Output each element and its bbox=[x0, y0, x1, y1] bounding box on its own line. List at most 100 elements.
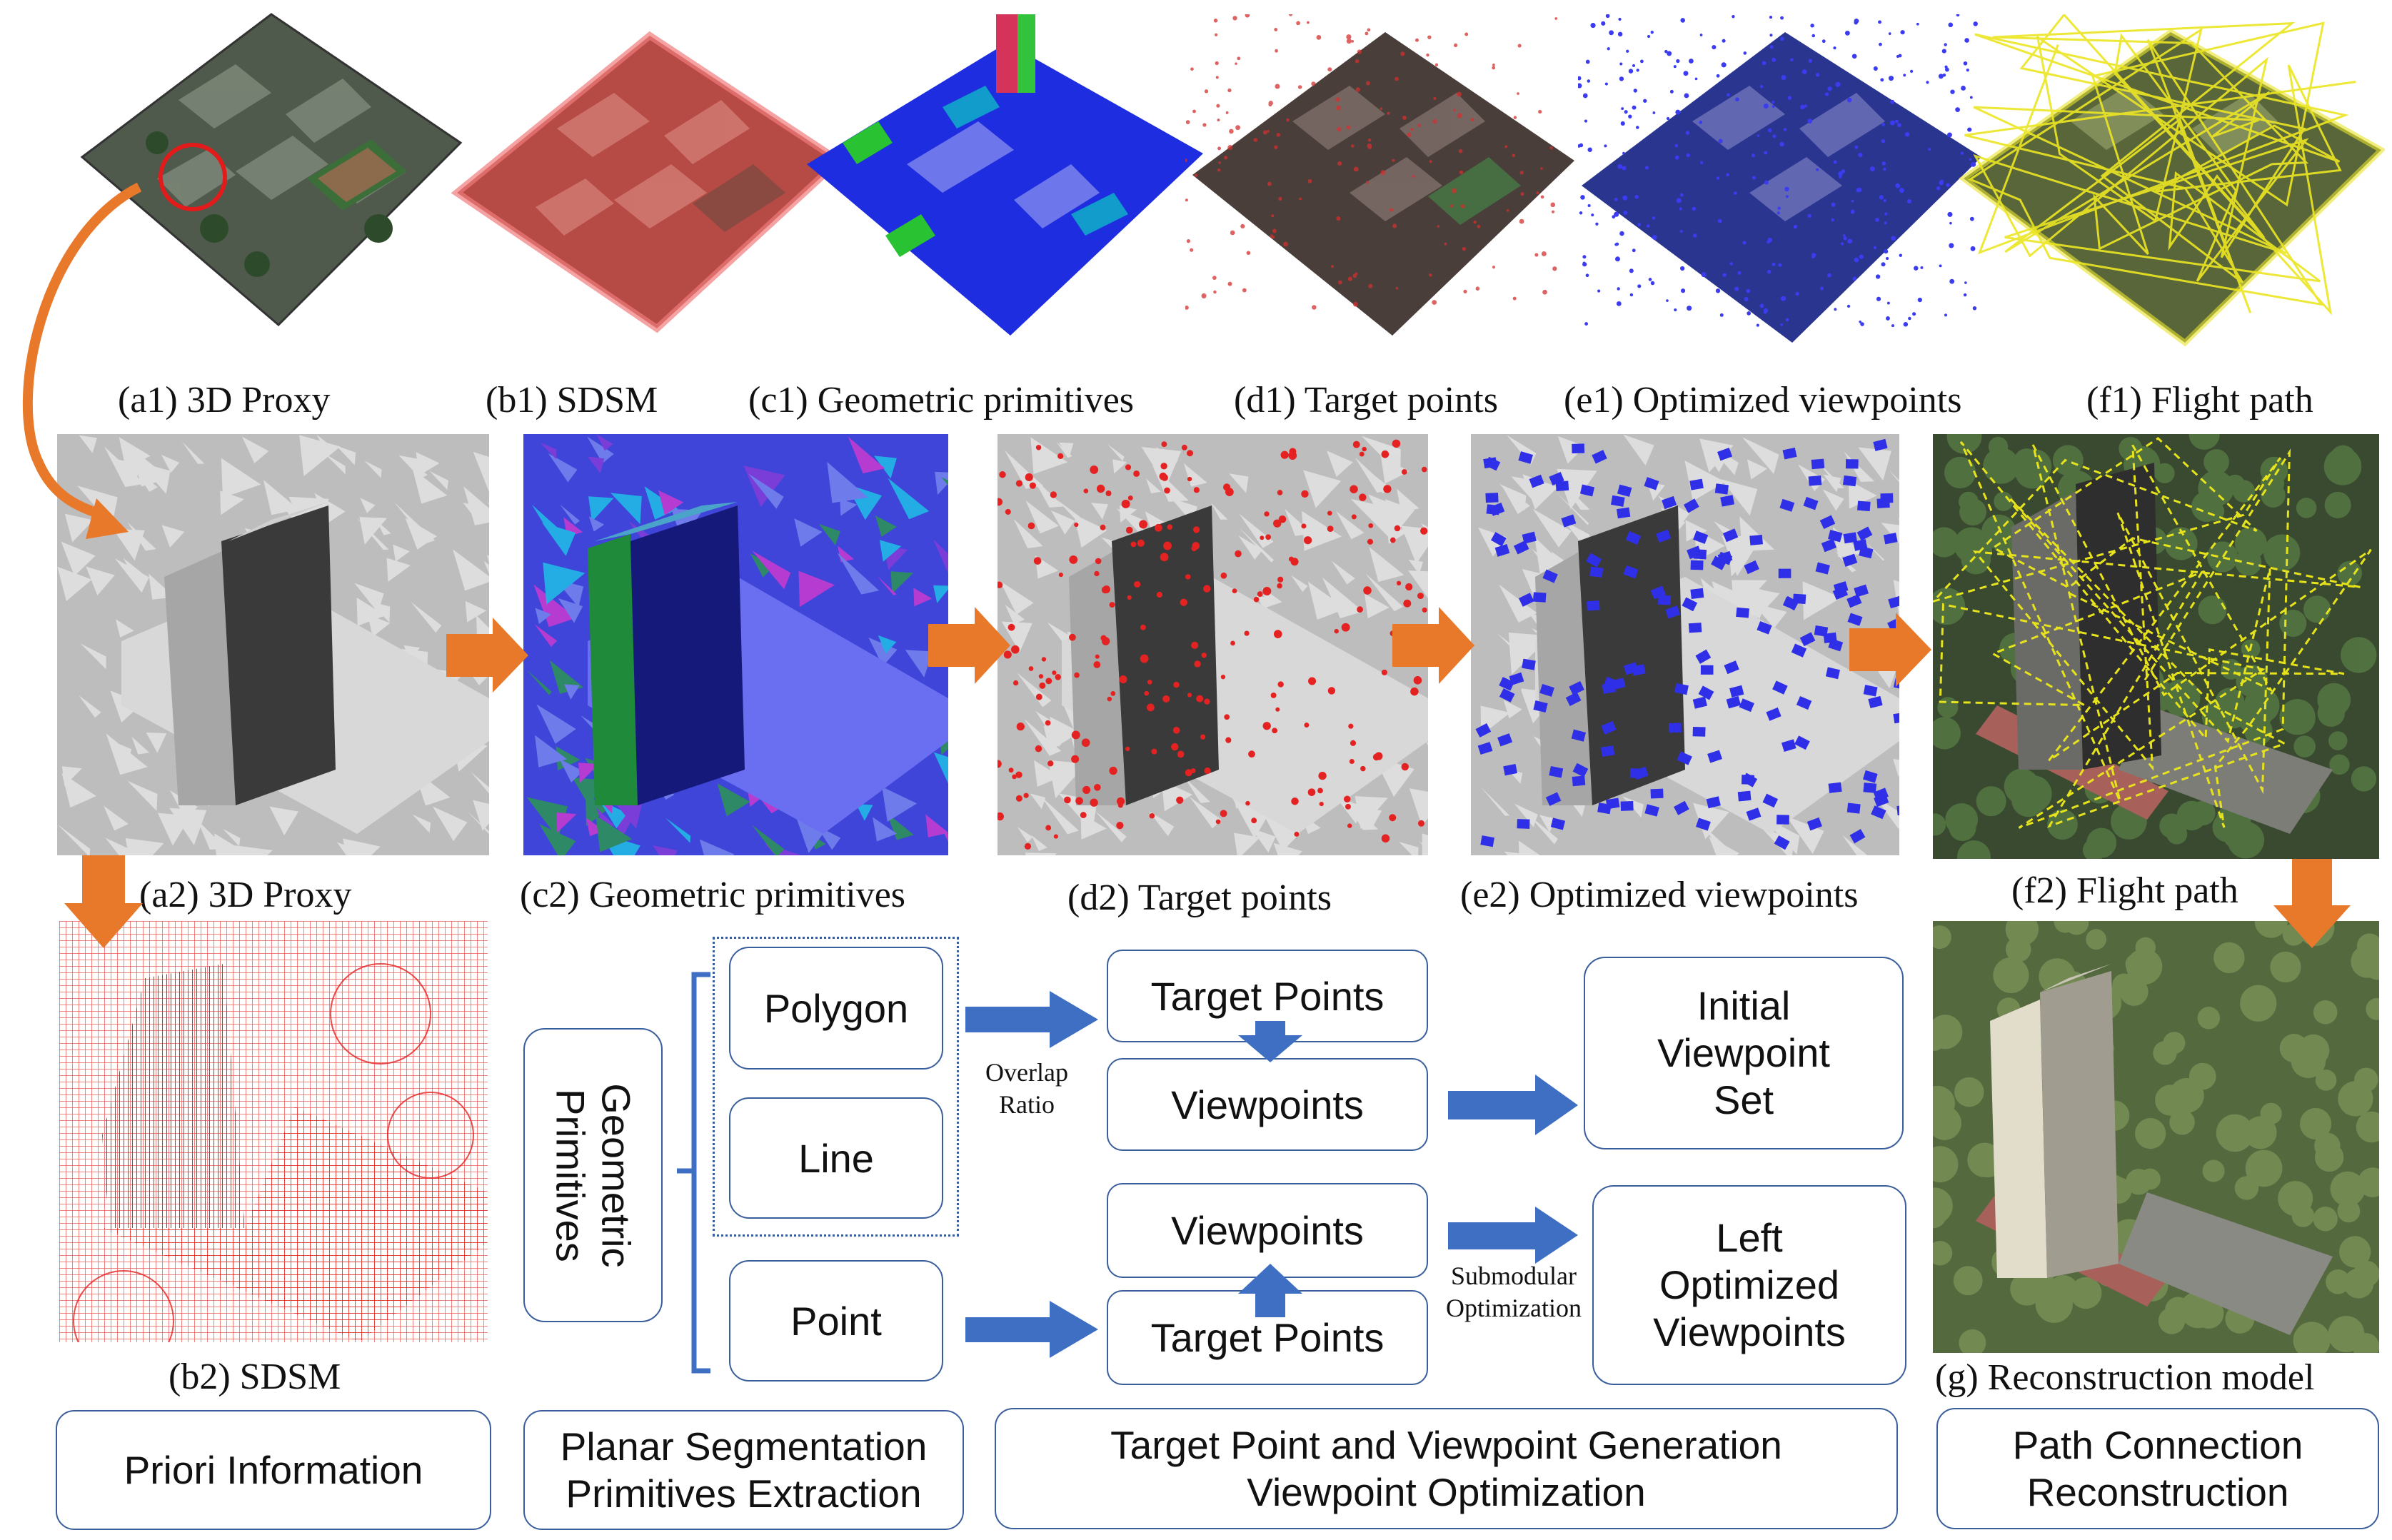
texture-mark bbox=[2263, 534, 2301, 571]
texture-mark bbox=[1555, 480, 1569, 491]
primitives-bracket bbox=[677, 972, 710, 1374]
texture-mark bbox=[1125, 464, 1132, 470]
texture-mark bbox=[1957, 840, 1991, 859]
texture-mark bbox=[1234, 832, 1260, 855]
texture-mark bbox=[1304, 723, 1310, 728]
texture-mark bbox=[1969, 96, 1973, 99]
texture-mark bbox=[1012, 680, 1019, 686]
caption-d1: (d1) Target points bbox=[1234, 380, 1498, 421]
texture-mark bbox=[146, 733, 167, 753]
left-optimized-viewpoints-box: Left Optimized Viewpoints bbox=[1592, 1185, 1906, 1385]
texture-mark bbox=[1043, 725, 1072, 755]
texture-mark bbox=[1331, 560, 1355, 585]
texture-mark bbox=[1177, 750, 1185, 758]
texture-mark bbox=[1578, 83, 1582, 89]
texture-mark bbox=[1277, 490, 1283, 495]
texture-mark bbox=[2069, 1277, 2102, 1309]
texture-mark bbox=[1636, 126, 1639, 129]
texture-mark bbox=[1478, 527, 1507, 557]
texture-mark bbox=[1230, 640, 1235, 646]
texture-mark bbox=[1240, 223, 1245, 229]
texture-mark bbox=[1343, 795, 1351, 803]
caption-d2: (d2) Target points bbox=[1067, 877, 1332, 918]
texture-mark bbox=[1030, 793, 1046, 810]
texture-mark bbox=[1185, 306, 1189, 310]
texture-mark bbox=[1414, 38, 1419, 42]
texture-mark bbox=[1778, 568, 1792, 578]
texture-mark bbox=[1623, 211, 1628, 215]
texture-mark bbox=[2339, 1236, 2371, 1268]
texture-mark bbox=[1844, 451, 1874, 482]
texture-mark bbox=[1349, 758, 1355, 765]
texture-mark bbox=[1280, 451, 1289, 459]
texture-mark bbox=[1933, 717, 1961, 750]
texture-mark bbox=[1007, 623, 1015, 631]
texture-mark bbox=[1674, 683, 1689, 695]
texture-mark bbox=[1302, 510, 1342, 551]
texture-mark bbox=[2314, 1142, 2344, 1172]
texture-mark bbox=[1095, 654, 1100, 659]
texture-mark bbox=[1890, 99, 1895, 104]
texture-mark bbox=[1381, 669, 1387, 675]
texture-mark bbox=[1368, 283, 1373, 288]
texture-mark bbox=[1264, 511, 1270, 517]
texture-mark bbox=[1803, 496, 1819, 510]
texture-mark bbox=[1225, 488, 1234, 496]
texture-mark bbox=[578, 763, 599, 783]
texture-mark bbox=[1815, 562, 1830, 575]
texture-mark bbox=[1875, 218, 1879, 222]
texture-mark bbox=[1944, 67, 1949, 72]
texture-mark bbox=[1190, 67, 1194, 71]
texture-mark bbox=[1427, 35, 1432, 39]
texture-mark bbox=[1027, 522, 1035, 530]
texture-mark bbox=[1015, 480, 1023, 487]
texture-mark bbox=[1629, 768, 1643, 778]
texture-mark bbox=[1149, 811, 1175, 837]
texture-mark bbox=[1893, 758, 1899, 777]
texture-mark bbox=[1090, 798, 1098, 807]
texture-mark bbox=[1146, 478, 1161, 494]
texture-mark bbox=[905, 650, 933, 678]
texture-mark bbox=[2197, 1007, 2221, 1030]
texture-mark bbox=[540, 442, 557, 460]
texture-mark bbox=[1736, 607, 1749, 618]
e2-viewpoint-mesh bbox=[1471, 434, 1899, 855]
texture-mark bbox=[1336, 216, 1341, 221]
texture-mark bbox=[2004, 768, 2040, 805]
texture-mark bbox=[416, 452, 440, 476]
texture-mark bbox=[1949, 243, 1954, 248]
texture-mark bbox=[2243, 1116, 2277, 1149]
texture-mark bbox=[1215, 819, 1221, 825]
texture-mark bbox=[1460, 204, 1465, 208]
texture-mark bbox=[1176, 796, 1184, 804]
texture-mark bbox=[1112, 459, 1127, 474]
texture-mark bbox=[2329, 754, 2350, 775]
texture-mark bbox=[1204, 698, 1210, 705]
texture-mark bbox=[1335, 795, 1363, 824]
texture-mark bbox=[1858, 152, 1863, 158]
texture-mark bbox=[1633, 89, 1637, 93]
texture-mark bbox=[1743, 51, 1747, 55]
texture-mark bbox=[1632, 248, 1636, 253]
texture-mark bbox=[1808, 59, 1812, 63]
texture-mark bbox=[1888, 32, 1891, 35]
texture-mark bbox=[1769, 16, 1773, 19]
texture-mark bbox=[1807, 213, 1811, 218]
texture-mark bbox=[1210, 503, 1228, 520]
texture-mark bbox=[1592, 450, 1607, 464]
texture-mark bbox=[263, 480, 299, 515]
texture-mark bbox=[1629, 268, 1634, 273]
texture-mark bbox=[1437, 225, 1440, 228]
texture-mark bbox=[1640, 59, 1644, 64]
texture-mark bbox=[1854, 257, 1859, 263]
b1-sdsm-model bbox=[450, 21, 850, 336]
texture-mark bbox=[1470, 118, 1474, 122]
texture-mark bbox=[1692, 233, 1697, 238]
texture-mark bbox=[1825, 667, 1840, 680]
texture-mark bbox=[2315, 1070, 2337, 1091]
texture-mark bbox=[1933, 1187, 1953, 1224]
texture-mark bbox=[610, 493, 642, 525]
texture-mark bbox=[997, 498, 1003, 506]
caption-b1: (b1) SDSM bbox=[486, 380, 658, 421]
texture-mark bbox=[1277, 583, 1282, 589]
